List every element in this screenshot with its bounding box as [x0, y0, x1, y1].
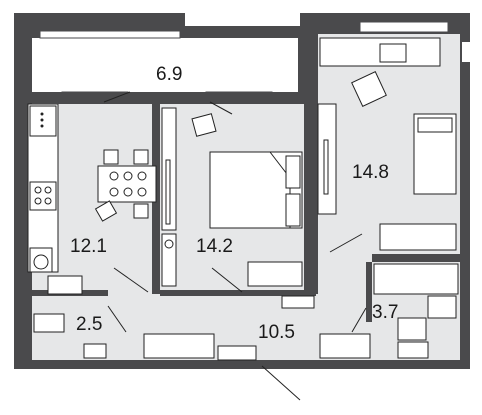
- armchair-icon: [351, 71, 387, 107]
- top-notch: [185, 10, 300, 26]
- door-kitchen: [103, 91, 131, 103]
- area-kitchen: 12.1: [70, 236, 107, 257]
- toilet-sink-icon: [83, 343, 107, 359]
- bath-sink-icon: [427, 295, 457, 319]
- door-entrance: [261, 365, 301, 401]
- door-bedroom-hall: [211, 267, 243, 293]
- radiator-icon: [161, 233, 177, 287]
- monitor-icon: [379, 43, 407, 63]
- area-bedroom: 14.2: [196, 236, 233, 257]
- bed-icon: [209, 151, 303, 229]
- boiler-icon: [47, 275, 83, 295]
- big-bedroom-shelf-icon: [379, 223, 457, 251]
- wall-bedroom-right: [304, 104, 318, 294]
- loggia-window: [39, 30, 181, 39]
- loggia-floor: [32, 38, 298, 92]
- bath-toilet-icon: [397, 341, 429, 359]
- hallway-shelf-icon: [143, 333, 215, 359]
- area-hallway: 10.5: [258, 322, 295, 343]
- big-bedroom-window: [359, 21, 449, 33]
- door-bath: [351, 307, 367, 333]
- door-kitchen-hall: [113, 267, 149, 293]
- bathtub-icon: [373, 263, 459, 295]
- washing-machine-icon: [397, 317, 427, 341]
- door-toilet: [107, 305, 127, 333]
- dining-table-icon: [94, 149, 157, 222]
- shoe-rack-icon: [217, 345, 257, 361]
- wardrobe-icon: [161, 107, 177, 231]
- fridge-icon: [29, 247, 53, 273]
- meter-icon: [281, 295, 315, 309]
- armchair-bedroom-icon: [191, 113, 217, 137]
- area-bathroom: 3.7: [372, 302, 398, 323]
- big-wardrobe-icon: [317, 103, 337, 215]
- door-big-bedroom: [329, 233, 363, 253]
- door-bedroom-window: [209, 101, 233, 115]
- single-bed-icon: [413, 113, 457, 195]
- toilet-icon: [33, 313, 65, 333]
- area-bedroom-large: 14.8: [352, 162, 389, 183]
- area-loggia: 6.9: [156, 64, 182, 85]
- bath-shelf-icon: [319, 333, 371, 359]
- wall-bath-top: [372, 254, 460, 262]
- sink-icon: [29, 105, 57, 137]
- stove-icon: [29, 181, 57, 211]
- bedroom-shelf-icon: [247, 261, 303, 287]
- right-notch: [462, 42, 482, 62]
- wall-top-strip: [32, 92, 304, 104]
- hallway-floor-left: [108, 268, 152, 298]
- wall-bath-left: [366, 262, 372, 322]
- wall-bedroom-bottom: [160, 290, 316, 296]
- area-toilet: 2.5: [76, 314, 102, 335]
